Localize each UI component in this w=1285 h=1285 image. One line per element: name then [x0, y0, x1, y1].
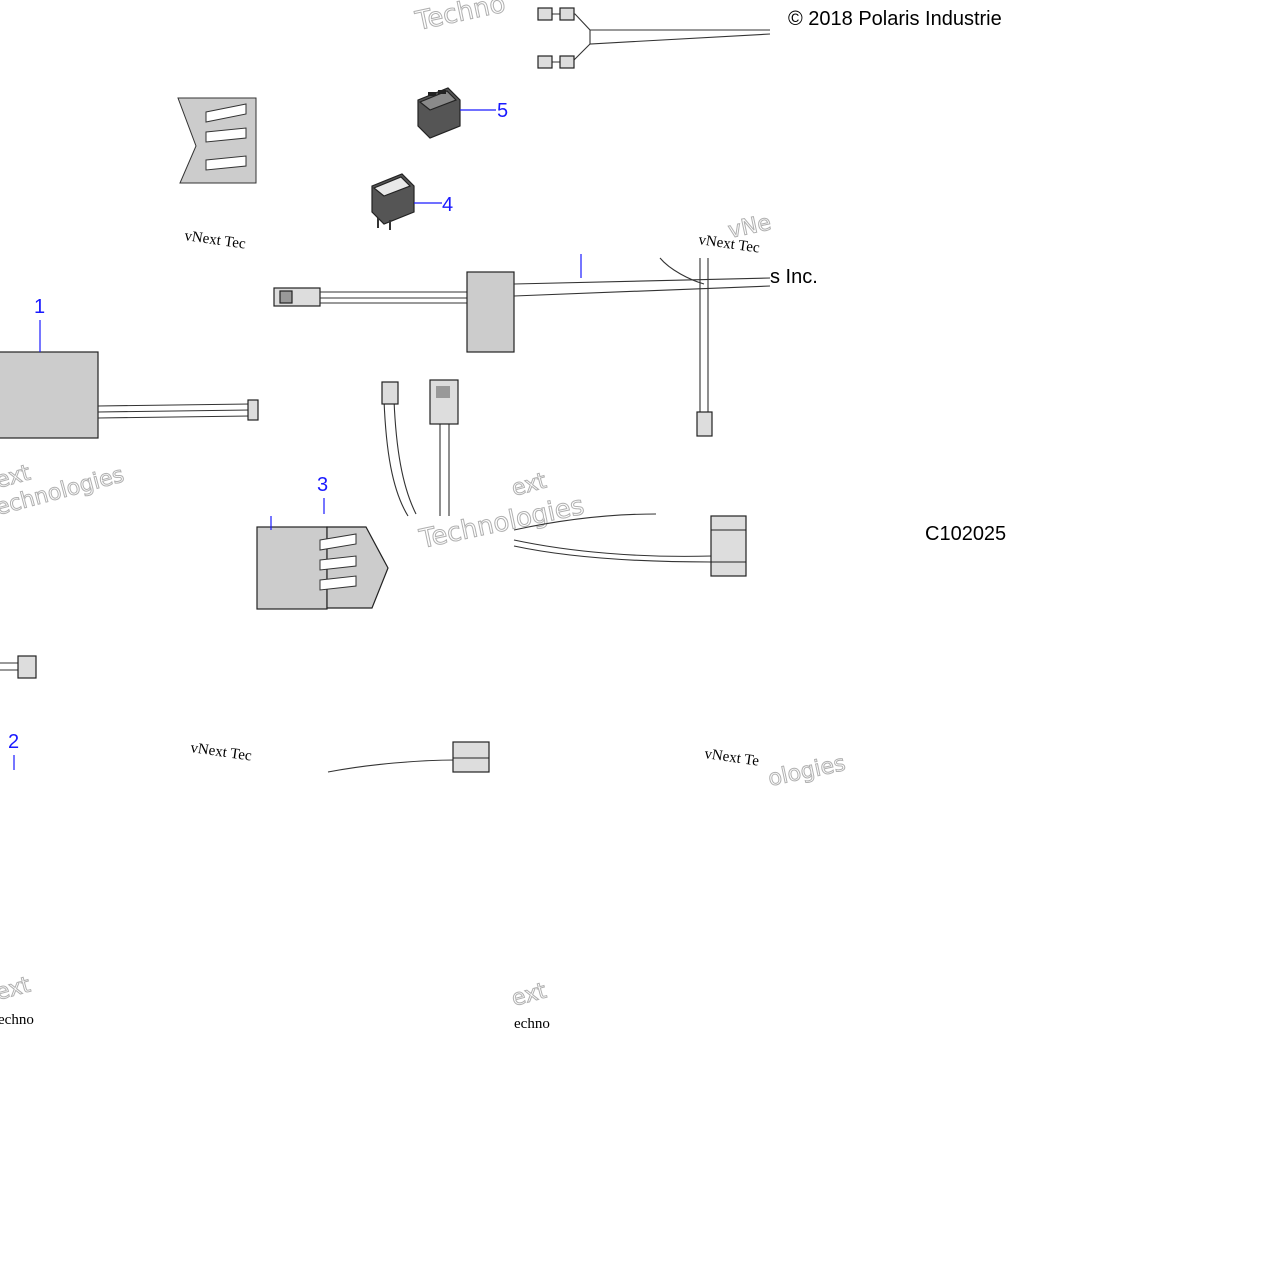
watermark-logo: ologies [766, 751, 848, 792]
wire-connector [452, 741, 490, 773]
drawing-code: C102025 [925, 523, 1006, 545]
callout-5: 5 [497, 100, 508, 122]
two-wire-lead [513, 513, 747, 577]
junction-box [466, 271, 515, 353]
spade-terminal [537, 55, 553, 69]
watermark-logo: ext [509, 979, 549, 1012]
watermark-brand: vNext Te [703, 746, 760, 770]
copyright-fragment: s Inc. [770, 266, 818, 288]
lower-lead [327, 741, 490, 773]
callout-1: 1 [34, 296, 45, 318]
wire-connector [710, 515, 747, 577]
watermark-logo: Technologies [416, 491, 587, 555]
watermark-logo: Techno [412, 0, 508, 37]
pigtail-wires [381, 379, 459, 517]
rocker-switch-4 [371, 173, 442, 230]
watermark-tile: vNext Tec [177, 97, 257, 253]
main-harness [273, 254, 771, 437]
callout-4: 4 [442, 194, 453, 216]
watermark-logo: vNe [726, 210, 773, 243]
spade-terminal [559, 55, 575, 69]
watermark-brand: echno [514, 1016, 550, 1032]
bracket-3 [256, 498, 389, 610]
watermark-logo: ext [509, 469, 549, 502]
spade-terminal [559, 7, 575, 21]
watermark-logo: ext [0, 973, 34, 1006]
watermark-brand: vNext Tec [189, 740, 253, 764]
top-harness [537, 7, 771, 69]
copyright-text: © 2018 Polaris Industrie [788, 8, 1002, 30]
spade-terminal [537, 7, 553, 21]
callout-3: 3 [317, 474, 328, 496]
rocker-switch-5 [417, 87, 496, 139]
watermark-brand: vNext Tec [183, 228, 247, 252]
watermark-brand: echno [0, 1012, 34, 1028]
module-1 [0, 320, 259, 439]
callout-2: 2 [8, 731, 19, 753]
connector-2 [0, 655, 37, 770]
wire-connector [381, 381, 399, 405]
harness-connector [696, 411, 713, 437]
